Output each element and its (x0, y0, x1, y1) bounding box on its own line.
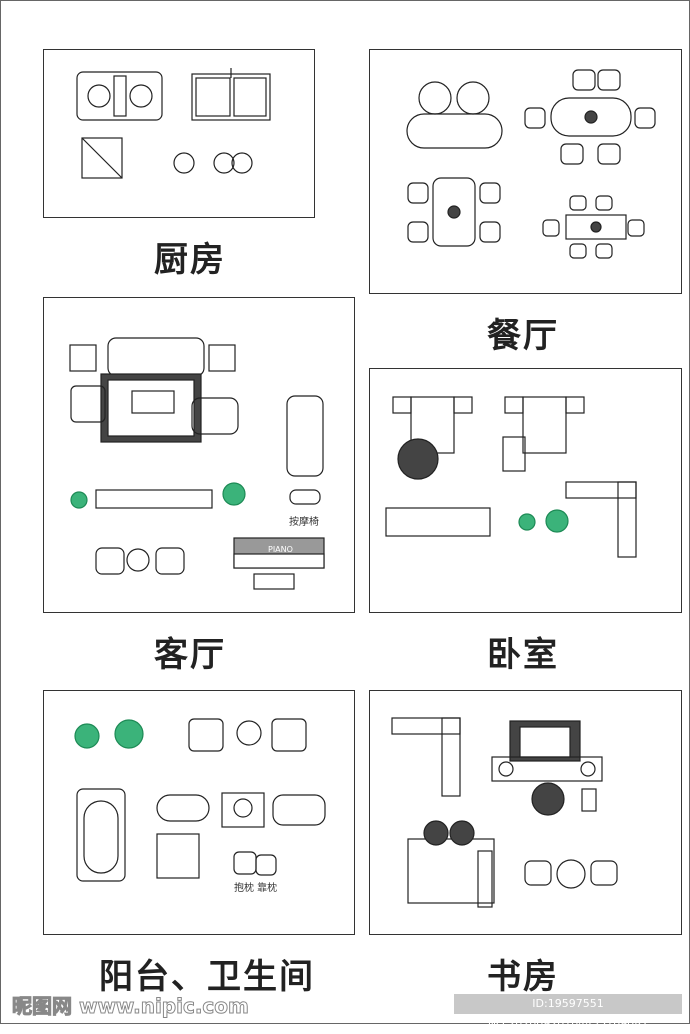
kitchen-label: 厨房 (154, 240, 226, 280)
kitchen-panel (43, 49, 315, 218)
dining-label: 餐厅 (487, 316, 559, 356)
piano-text: PIANO (268, 545, 293, 554)
massage-chair-text: 按摩椅 (289, 517, 319, 528)
living-furniture (69, 337, 325, 590)
pillows-text: 抱枕 靠枕 (234, 883, 278, 894)
dining-furniture (406, 69, 656, 259)
study-panel (369, 690, 682, 935)
bedroom-furniture (385, 396, 637, 558)
bath-furniture (74, 718, 326, 882)
bedroom-label: 卧室 (487, 635, 559, 675)
study-furniture (391, 717, 618, 908)
dining-panel (369, 49, 682, 294)
bath-panel: 抱枕 靠枕 (43, 690, 355, 935)
bedroom-panel (369, 368, 682, 613)
living-label: 客厅 (154, 635, 226, 675)
kitchen-furniture (76, 68, 271, 179)
study-label: 书房 (487, 957, 559, 997)
nipic-watermark: 昵图网 www.nipic.com (12, 994, 250, 1019)
living-panel: PIANO 按摩椅 (43, 297, 355, 613)
bath-label: 阳台、卫生间 (99, 957, 315, 997)
image-id-watermark: ID:19597551 NO:20200920104435109087 (454, 994, 682, 1030)
